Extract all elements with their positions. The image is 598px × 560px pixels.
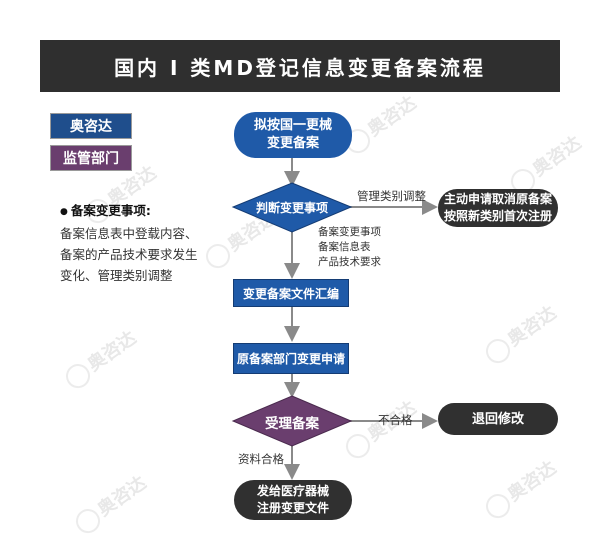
accept-label: 受理备案 (265, 416, 319, 432)
edge-label-pass: 资料合格 (238, 452, 284, 466)
note-line: 变化、管理类别调整 (60, 268, 173, 283)
legend-regulator: 监管部门 (50, 145, 132, 171)
legend-company: 奥咨达 (50, 113, 132, 139)
judge-label: 判断变更事项 (255, 201, 328, 215)
accept-diamond (231, 395, 353, 447)
note-line: 备案的产品技术要求发生 (60, 247, 198, 262)
note-line: 备案信息表中登载内容、 (60, 226, 198, 241)
start-node: 拟按国一更械变更备案 (234, 112, 352, 158)
judge-diamond (231, 182, 353, 233)
compile-node: 变更备案文件汇编 (233, 279, 349, 307)
issue-node: 发给医疗器械注册变更文件 (234, 480, 352, 520)
note-title: 备案变更事项: (60, 200, 230, 223)
return-node: 退回修改 (438, 403, 558, 435)
change-items-note: 备案变更事项: 备案信息表中登载内容、 备案的产品技术要求发生 变化、管理类别调… (60, 200, 230, 286)
edge-label-change-items: 备案变更事项 备案信息表 产品技术要求 (318, 226, 381, 268)
edge-label-fail: 不合格 (378, 413, 413, 427)
page-title: 国内 I 类MD登记信息变更备案流程 (40, 40, 560, 92)
edge-label-category-adjust: 管理类别调整 (357, 189, 426, 203)
apply-node: 原备案部门变更申请 (233, 343, 349, 374)
cancel-reregister-node: 主动申请取消原备案按照新类别首次注册 (438, 189, 558, 227)
